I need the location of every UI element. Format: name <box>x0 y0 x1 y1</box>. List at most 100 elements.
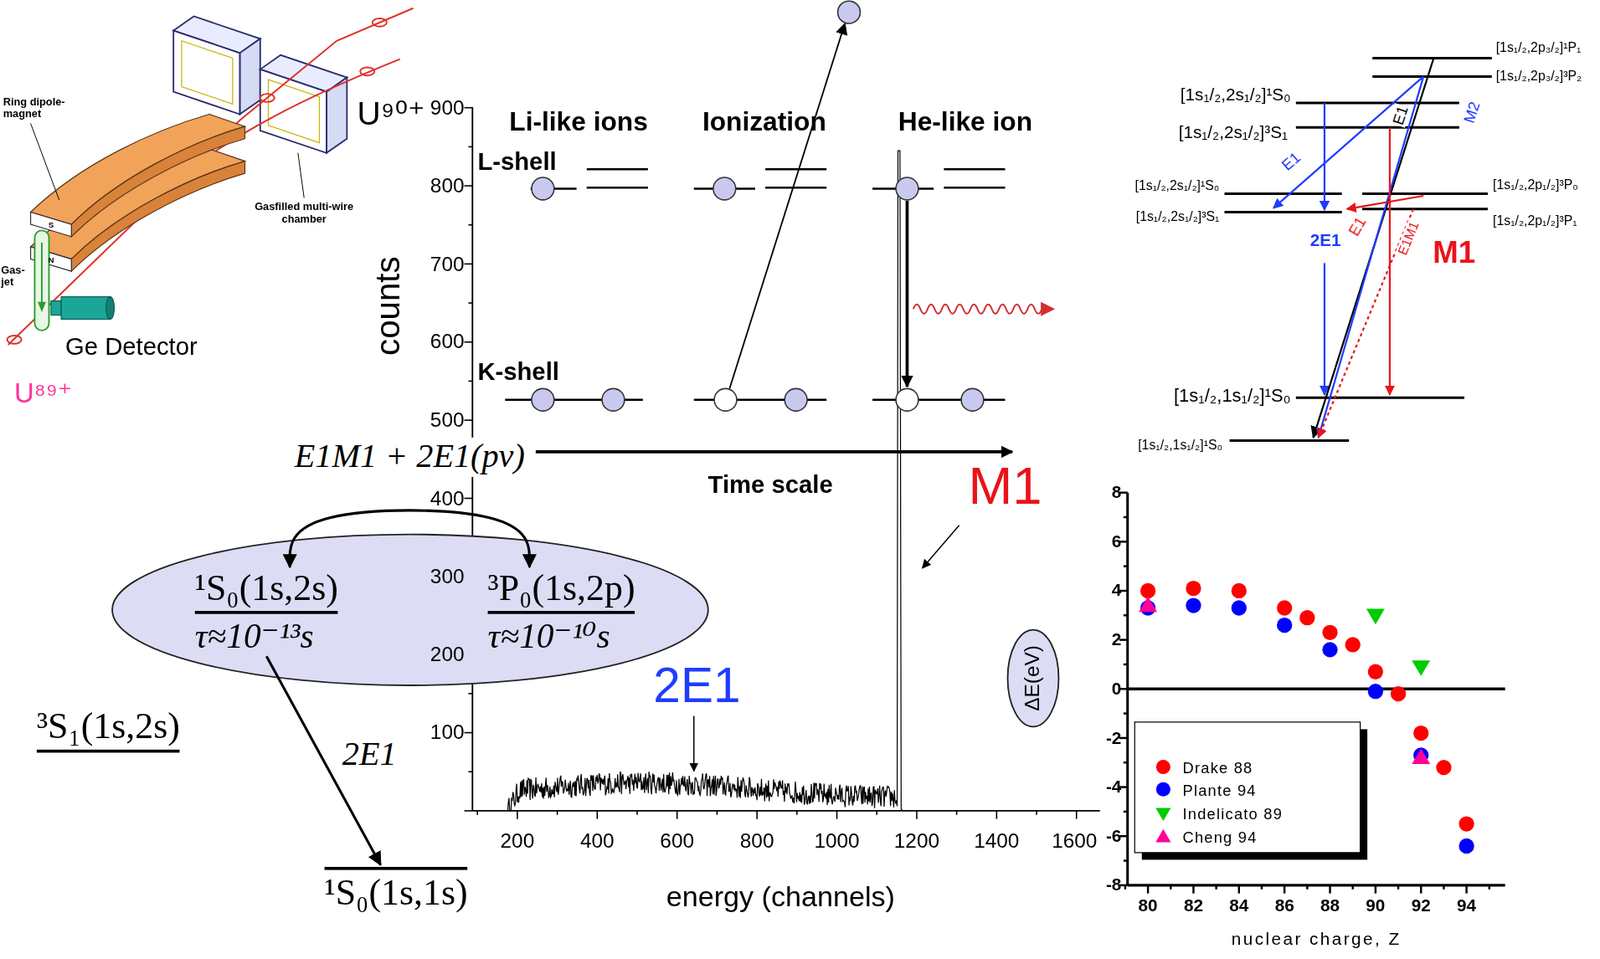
axis-tick <box>1351 885 1354 891</box>
axis-tick <box>1075 811 1078 820</box>
tick-label: 800 <box>740 829 775 854</box>
tick-label: 400 <box>580 829 615 854</box>
electron <box>531 388 555 412</box>
data-point <box>1299 610 1315 626</box>
ion-label: U⁹⁰⁺ <box>357 95 426 134</box>
transition-label: E1 <box>1388 102 1412 129</box>
multi-wire-chamber <box>239 38 260 114</box>
tick-label: 6 <box>1111 531 1122 552</box>
level-label: [1s₁/₂,2s₁/₂]³S₁ <box>1178 123 1288 144</box>
transition-arrow <box>1347 195 1424 210</box>
energy-level <box>1372 75 1492 78</box>
legend-text: Cheng 94 <box>1183 828 1258 846</box>
axis-tick <box>468 224 473 227</box>
axis-tick <box>1123 663 1128 666</box>
stage-title: Ionization <box>702 107 827 138</box>
multi-wire-chamber <box>268 79 320 144</box>
axis-tick <box>464 810 474 813</box>
axis-tick <box>875 811 878 816</box>
zero-line <box>1127 687 1506 691</box>
transition-label: E1M1 + 2E1(pν) <box>290 437 530 477</box>
dipole-magnet <box>30 114 246 226</box>
axis-tick <box>1465 885 1467 895</box>
tick-label: 4 <box>1111 581 1122 602</box>
axis-title-oval: ΔE(eV) <box>1005 628 1060 729</box>
pole-label: S <box>48 221 55 231</box>
transition-arrow <box>1389 127 1391 395</box>
ge-detector <box>61 297 111 320</box>
tick-label: 900 <box>430 96 465 120</box>
shell-level <box>504 169 1005 400</box>
axis-tick <box>996 811 999 820</box>
axis-title: counts <box>368 256 407 356</box>
state-label: ³P₀(1s,2p) <box>488 567 636 610</box>
energy-level <box>1296 126 1460 129</box>
stage-title: He-like ion <box>898 107 1033 138</box>
tick-label: 82 <box>1183 895 1204 916</box>
legend-entry: Indelicato 89 <box>1153 802 1283 824</box>
axis-tick <box>1123 565 1128 567</box>
transition-label: E1M1 <box>1394 218 1423 258</box>
photon-wave <box>1040 302 1055 317</box>
data-point <box>1435 760 1451 776</box>
leader-line <box>30 123 60 200</box>
axis-tick <box>468 380 473 383</box>
axis-tick <box>756 811 758 820</box>
axis-tick <box>1147 885 1149 895</box>
electron <box>531 0 984 412</box>
axis-tick <box>676 811 679 820</box>
axis-tick <box>1419 885 1422 895</box>
shell-level <box>765 168 827 170</box>
tick-label: 1400 <box>973 829 1019 854</box>
photon-wave <box>913 304 1043 314</box>
electron <box>531 177 555 201</box>
axis-tick <box>596 811 599 820</box>
axis-tick <box>1260 885 1263 891</box>
legend-entry: Plante 94 <box>1153 779 1256 800</box>
tick-label: 80 <box>1138 895 1158 916</box>
tick-label: 84 <box>1229 895 1249 916</box>
state-label: ¹S₀(1s,1s) <box>324 872 469 915</box>
data-point <box>1368 664 1384 680</box>
legend-swatch <box>1153 803 1173 823</box>
tick-label: 8 <box>1111 483 1122 504</box>
tick-label: -4 <box>1106 777 1122 798</box>
electron <box>714 388 737 412</box>
data-point <box>1366 609 1385 626</box>
energy-level <box>1224 57 1492 441</box>
level-label: [1s₁/₂,1s₁/₂]¹S₀ <box>1137 437 1223 453</box>
axis-tick <box>956 811 958 816</box>
energy-level <box>1224 210 1343 214</box>
legend-text: Indelicato 89 <box>1183 804 1284 823</box>
data-point <box>1185 597 1201 613</box>
legend-marker <box>1156 760 1171 775</box>
ge-detector <box>106 297 115 320</box>
leader-line <box>298 153 304 199</box>
transition-label: 2E1 <box>338 735 402 774</box>
axis-tick <box>464 263 474 266</box>
axis-tick <box>1283 885 1286 895</box>
data-point <box>1140 583 1156 599</box>
tick-label: 0 <box>1111 679 1122 700</box>
state-label: ¹S₀(1s,2s) <box>195 567 339 610</box>
spectrum-chart <box>472 810 1101 813</box>
axis-tick <box>556 811 559 816</box>
gas-jet <box>34 230 49 330</box>
tick-label: 200 <box>430 643 465 667</box>
energy-level: ³S₁(1s,2s) <box>30 705 187 756</box>
tick-label: 2 <box>1111 630 1122 651</box>
axis-tick <box>468 146 473 149</box>
data-point <box>1231 583 1247 599</box>
transition-label: 2E1 <box>1310 231 1342 252</box>
level-label: [1s₁/₂,2p₃/₂]³P₂ <box>1496 68 1582 84</box>
axis-tick <box>476 811 479 816</box>
shell-label: K-shell <box>477 357 560 386</box>
time-arrow <box>535 450 1013 454</box>
transition-arrow <box>1273 76 1424 208</box>
tick-label: 94 <box>1456 895 1477 916</box>
scatter-chart <box>1119 493 1506 895</box>
electron <box>961 388 984 412</box>
leader-arrow <box>922 525 960 569</box>
tick-label: 200 <box>500 829 536 854</box>
gas-jet <box>34 230 49 330</box>
